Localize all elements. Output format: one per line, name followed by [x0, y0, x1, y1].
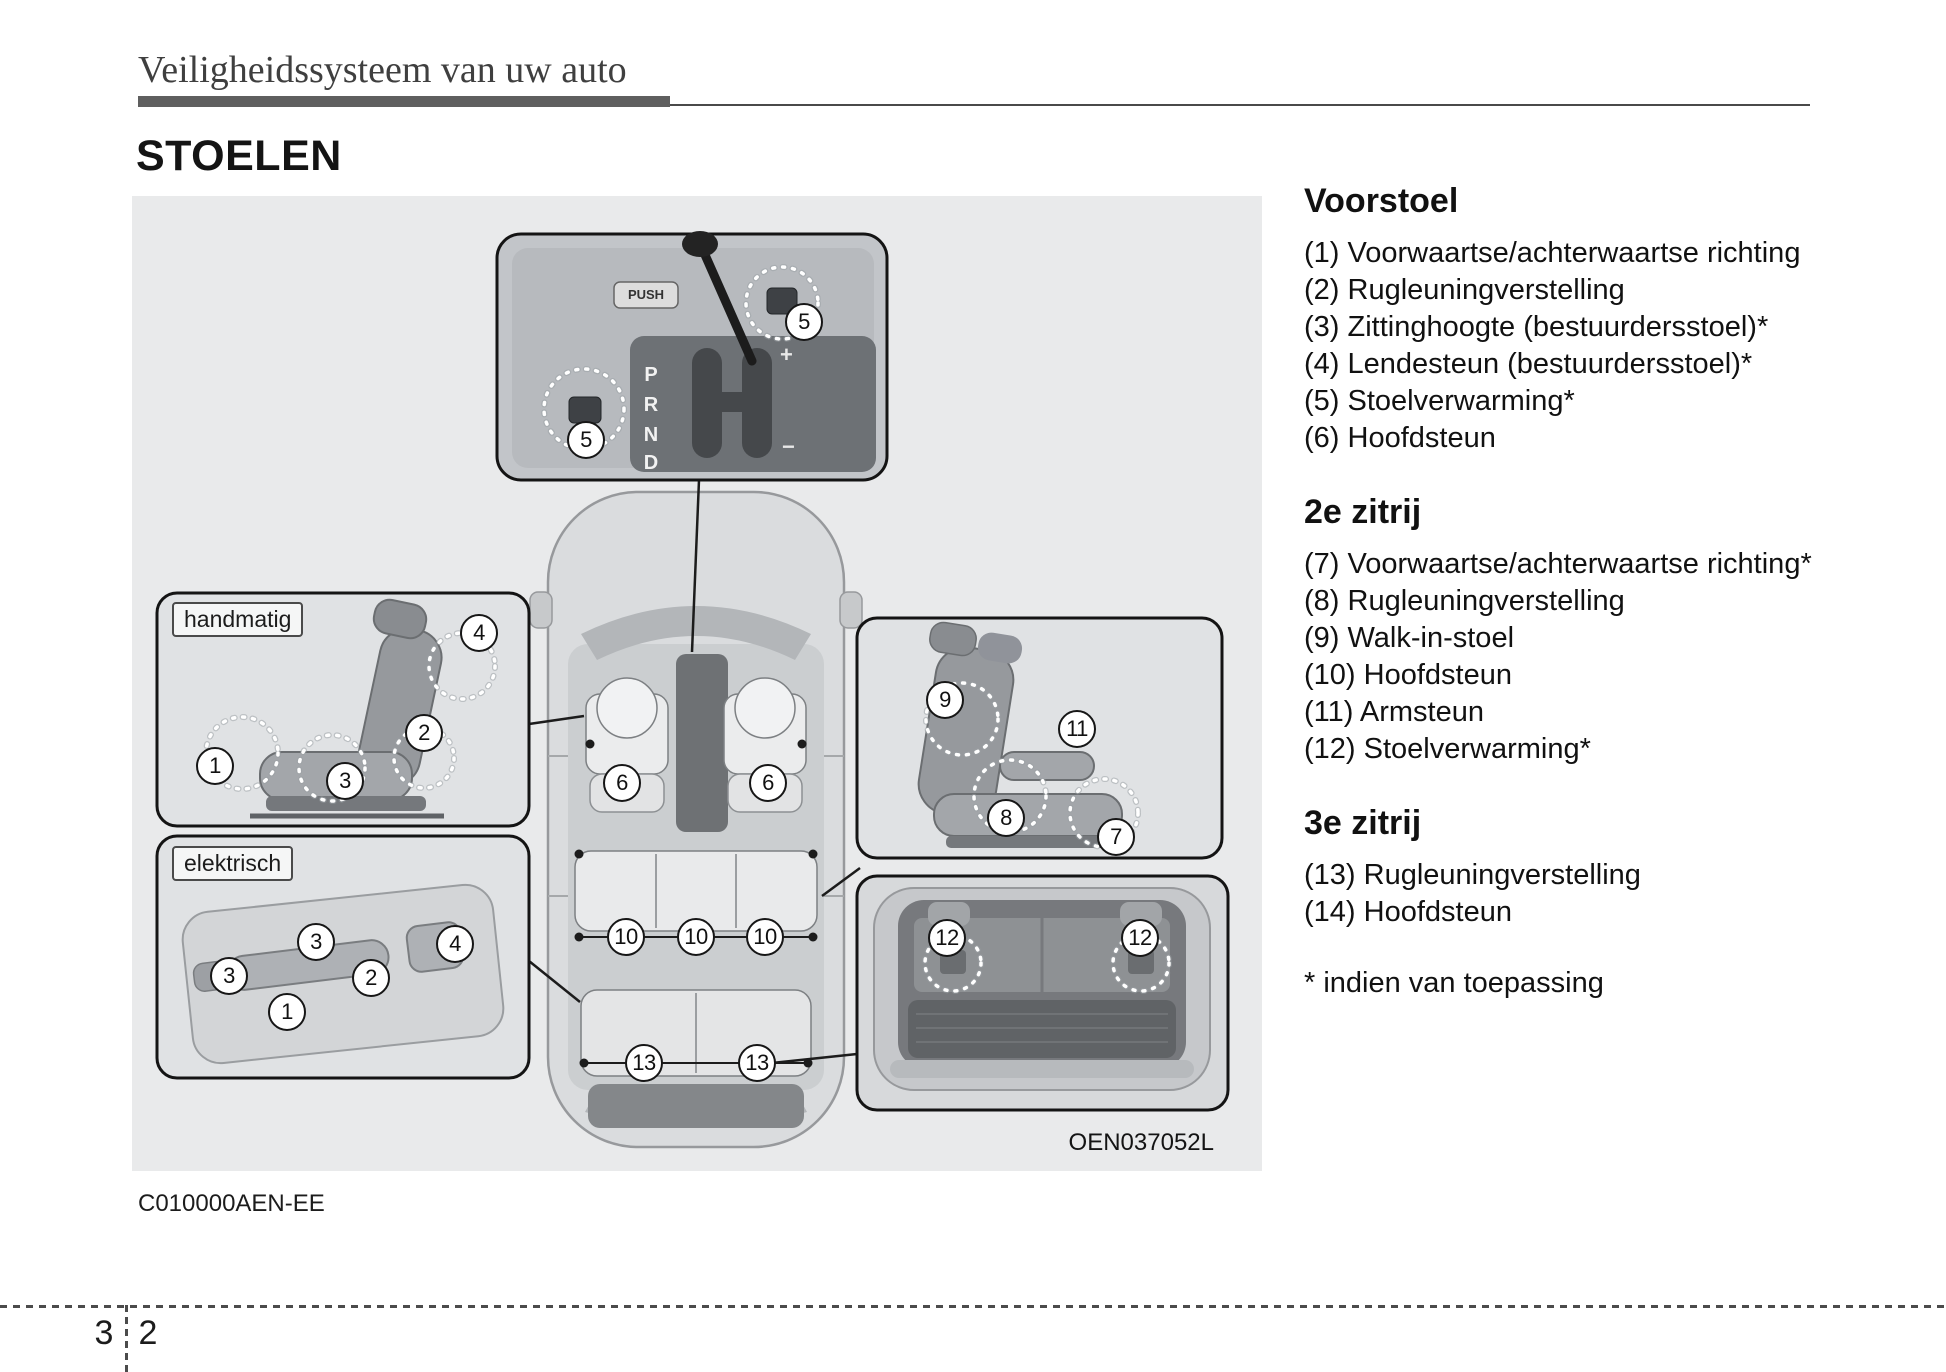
- callout-10: 10: [607, 918, 645, 956]
- gear-position-p: P: [644, 364, 658, 386]
- legend-item: (12) Stoelverwarming*: [1304, 733, 1591, 765]
- trunk-area: [588, 1084, 804, 1128]
- gear-position-r: R: [643, 394, 659, 416]
- callout-9: 9: [926, 681, 964, 719]
- callout-6: 6: [749, 764, 787, 802]
- header-rule-accent: [138, 96, 670, 107]
- gear-plus-sign: +: [780, 342, 793, 367]
- footer-dashed-divider: [125, 1305, 128, 1372]
- legend-list: (7) Voorwaartse/achterwaartse richting* …: [1304, 546, 1924, 768]
- callout-13: 13: [625, 1044, 663, 1082]
- section-title: STOELEN: [136, 132, 342, 180]
- callout-8: 8: [987, 799, 1025, 837]
- figure-overlay: handmatig elektrisch PUSH P R N D + − 5 …: [132, 196, 1262, 1171]
- legend-item: (10) Hoofdsteun: [1304, 659, 1512, 691]
- gear-minus-sign: −: [782, 434, 795, 459]
- callout-5: 5: [785, 303, 823, 341]
- legend-item: (7) Voorwaartse/achterwaartse richting*: [1304, 548, 1812, 580]
- callout-12: 12: [928, 919, 966, 957]
- figure-panel: handmatig elektrisch PUSH P R N D + − 5 …: [132, 196, 1262, 1171]
- callout-6: 6: [603, 764, 641, 802]
- legend-item: (14) Hoofdsteun: [1304, 896, 1512, 928]
- leader-lines: [528, 479, 861, 1065]
- armrest: [999, 751, 1095, 781]
- rear-bumper: [890, 1060, 1194, 1078]
- legend-list: (1) Voorwaartse/achterwaartse richting (…: [1304, 235, 1924, 457]
- legend-item: (11) Armsteun: [1304, 696, 1484, 728]
- legend-item: (4) Lendesteun (bestuurdersstoel)*: [1304, 348, 1753, 380]
- legend-group-title: 3e zitrij: [1304, 804, 1422, 842]
- legend-item: (13) Rugleuningverstelling: [1304, 859, 1641, 891]
- legend-footnote: * indien van toepassing: [1304, 967, 1604, 999]
- legend-group-title: 2e zitrij: [1304, 493, 1422, 531]
- callout-10: 10: [677, 918, 715, 956]
- header-rule-line: [138, 104, 1810, 106]
- callout-3: 3: [210, 957, 248, 995]
- legend-group-title: Voorstoel: [1304, 182, 1459, 220]
- callout-2: 2: [405, 714, 443, 752]
- callout-11: 11: [1058, 710, 1096, 748]
- legend-item: (9) Walk-in-stoel: [1304, 622, 1515, 654]
- bench-headrest: [929, 621, 977, 657]
- legend-group-front-seat: Voorstoel (1) Voorwaartse/achterwaartse …: [1304, 182, 1924, 457]
- legend-group-second-row: 2e zitrij (7) Voorwaartse/achterwaartse …: [1304, 493, 1924, 768]
- callout-1: 1: [196, 747, 234, 785]
- callout-3: 3: [326, 762, 364, 800]
- footer-dashed-rule: [0, 1305, 1946, 1308]
- callout-10: 10: [746, 918, 784, 956]
- legend-item: (3) Zittinghoogte (bestuurdersstoel)*: [1304, 311, 1769, 343]
- figure-code: OEN037052L: [1068, 1129, 1214, 1156]
- legend-item: (2) Rugleuningverstelling: [1304, 274, 1625, 306]
- gear-lever: [697, 243, 757, 366]
- seat-legend: Voorstoel (1) Voorwaartse/achterwaartse …: [1304, 182, 1924, 1000]
- center-console: [676, 654, 728, 832]
- callout-4: 4: [436, 925, 474, 963]
- passenger-headrest: [734, 677, 796, 739]
- callout-7: 7: [1097, 818, 1135, 856]
- legend-item: (1) Voorwaartse/achterwaartse richting: [1304, 237, 1801, 269]
- second-row-seat-inset-art: [855, 616, 1224, 860]
- callout-13: 13: [738, 1044, 776, 1082]
- legend-item: (6) Hoofdsteun: [1304, 422, 1496, 454]
- gear-position-n: N: [643, 424, 659, 446]
- callout-3: 3: [297, 923, 335, 961]
- gear-knob: [682, 231, 718, 257]
- doc-code: C010000AEN-EE: [138, 1190, 325, 1217]
- legend-list: (13) Rugleuningverstelling (14) Hoofdste…: [1304, 857, 1924, 931]
- seat-heater-switch-right: [766, 287, 798, 315]
- callout-1: 1: [268, 993, 306, 1031]
- push-button-label: PUSH: [627, 287, 665, 302]
- electric-switches-inset-art: [155, 834, 531, 1080]
- right-mirror: [839, 591, 863, 629]
- running-header-title: Veiligheidssysteem van uw auto: [138, 49, 627, 91]
- callout-4: 4: [460, 614, 498, 652]
- seat-headrest: [372, 598, 428, 640]
- header-rule: [138, 94, 1810, 107]
- manual-inset-label: handmatig: [172, 602, 304, 637]
- electric-inset-label: elektrisch: [172, 846, 294, 881]
- chapter-number: 3: [94, 1314, 114, 1352]
- legend-item: (8) Rugleuningverstelling: [1304, 585, 1625, 617]
- driver-headrest: [596, 677, 658, 739]
- callout-2: 2: [352, 959, 390, 997]
- legend-group-third-row: 3e zitrij (13) Rugleuningverstelling (14…: [1304, 804, 1924, 931]
- push-button: [613, 281, 679, 309]
- callout-12: 12: [1121, 919, 1159, 957]
- legend-item: (5) Stoelverwarming*: [1304, 385, 1575, 417]
- gear-position-d: D: [643, 452, 659, 474]
- page-number: 2: [138, 1314, 158, 1352]
- car-top-view: [529, 490, 863, 1149]
- windshield: [581, 606, 811, 660]
- callout-5: 5: [567, 421, 605, 459]
- console-inset-art: [495, 231, 889, 482]
